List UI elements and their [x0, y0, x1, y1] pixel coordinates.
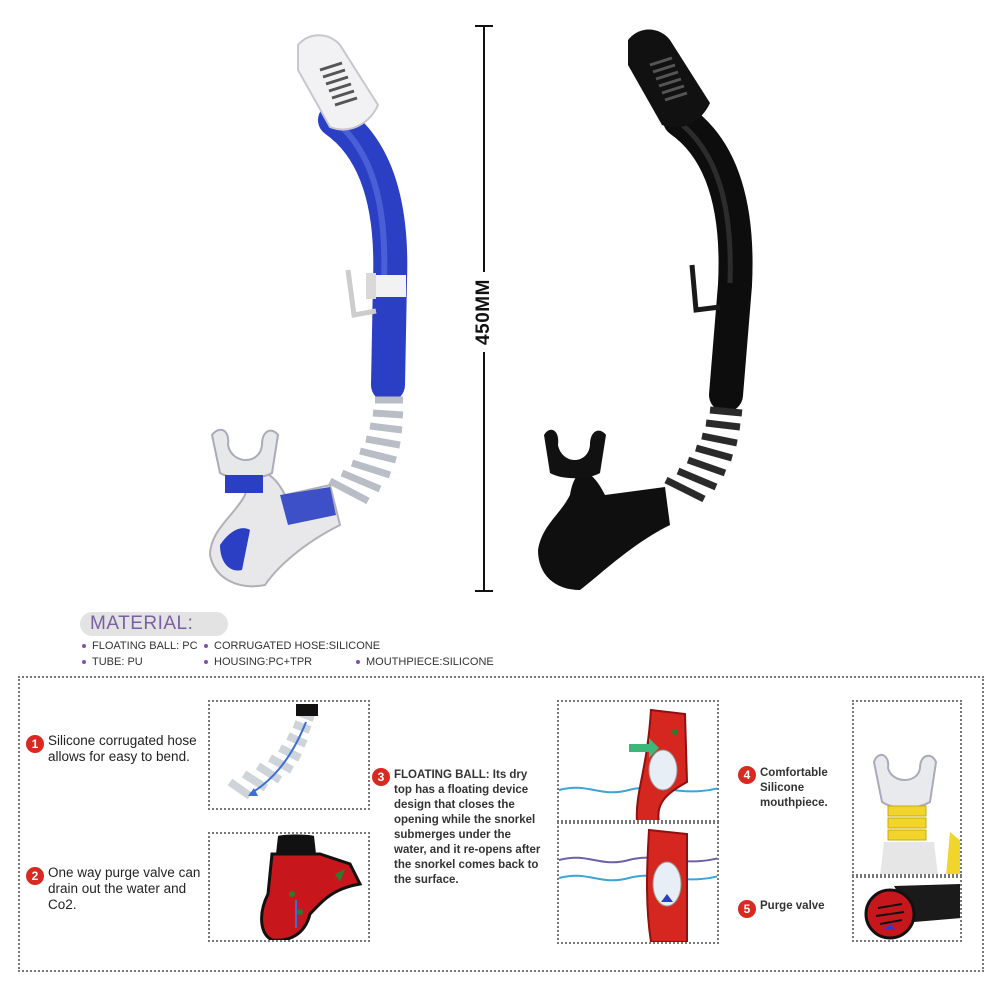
material-item-corrugated-hose: CORRUGATED HOSE:SILICONE	[204, 640, 380, 652]
feature-5-text: Purge valve	[760, 900, 825, 912]
feature-4-badge: 4	[738, 766, 756, 784]
material-title: MATERIAL:	[80, 612, 228, 636]
feature-1-text: Silicone corrugated hose allows for easy…	[48, 733, 197, 764]
feature-1-badge: 1	[26, 735, 44, 753]
mouthpiece-thumbnail	[852, 700, 962, 876]
material-item-housing: HOUSING:PC+TPR	[204, 656, 312, 668]
feature-5-badge: 5	[738, 900, 756, 918]
purge-valve-thumbnail	[852, 876, 962, 942]
feature-3-text: FLOATING BALL: Its dry top has a floatin…	[394, 769, 541, 886]
blue-snorkel-image	[208, 34, 408, 588]
material-item-mouthpiece: MOUTHPIECE:SILICONE	[356, 656, 494, 668]
feature-2-badge: 2	[26, 867, 44, 885]
floating-ball-submerged-thumbnail	[557, 822, 719, 944]
dimension-label: 450MM	[464, 272, 504, 352]
features-panel	[18, 676, 984, 972]
black-snorkel-image	[538, 29, 753, 590]
dimension-bottom-tick	[475, 590, 493, 592]
feature-4-text: Comfortable Silicone mouthpiece.	[760, 767, 828, 809]
feature-3-badge: 3	[372, 768, 390, 786]
material-item-floating-ball: FLOATING BALL: PC	[82, 640, 198, 652]
purge-valve-cutaway-thumbnail	[208, 832, 370, 942]
material-item-tube: TUBE: PU	[82, 656, 143, 668]
floating-ball-surface-thumbnail	[557, 700, 719, 822]
feature-2-text: One way purge valve can drain out the wa…	[48, 865, 201, 912]
corrugated-hose-thumbnail	[208, 700, 370, 810]
